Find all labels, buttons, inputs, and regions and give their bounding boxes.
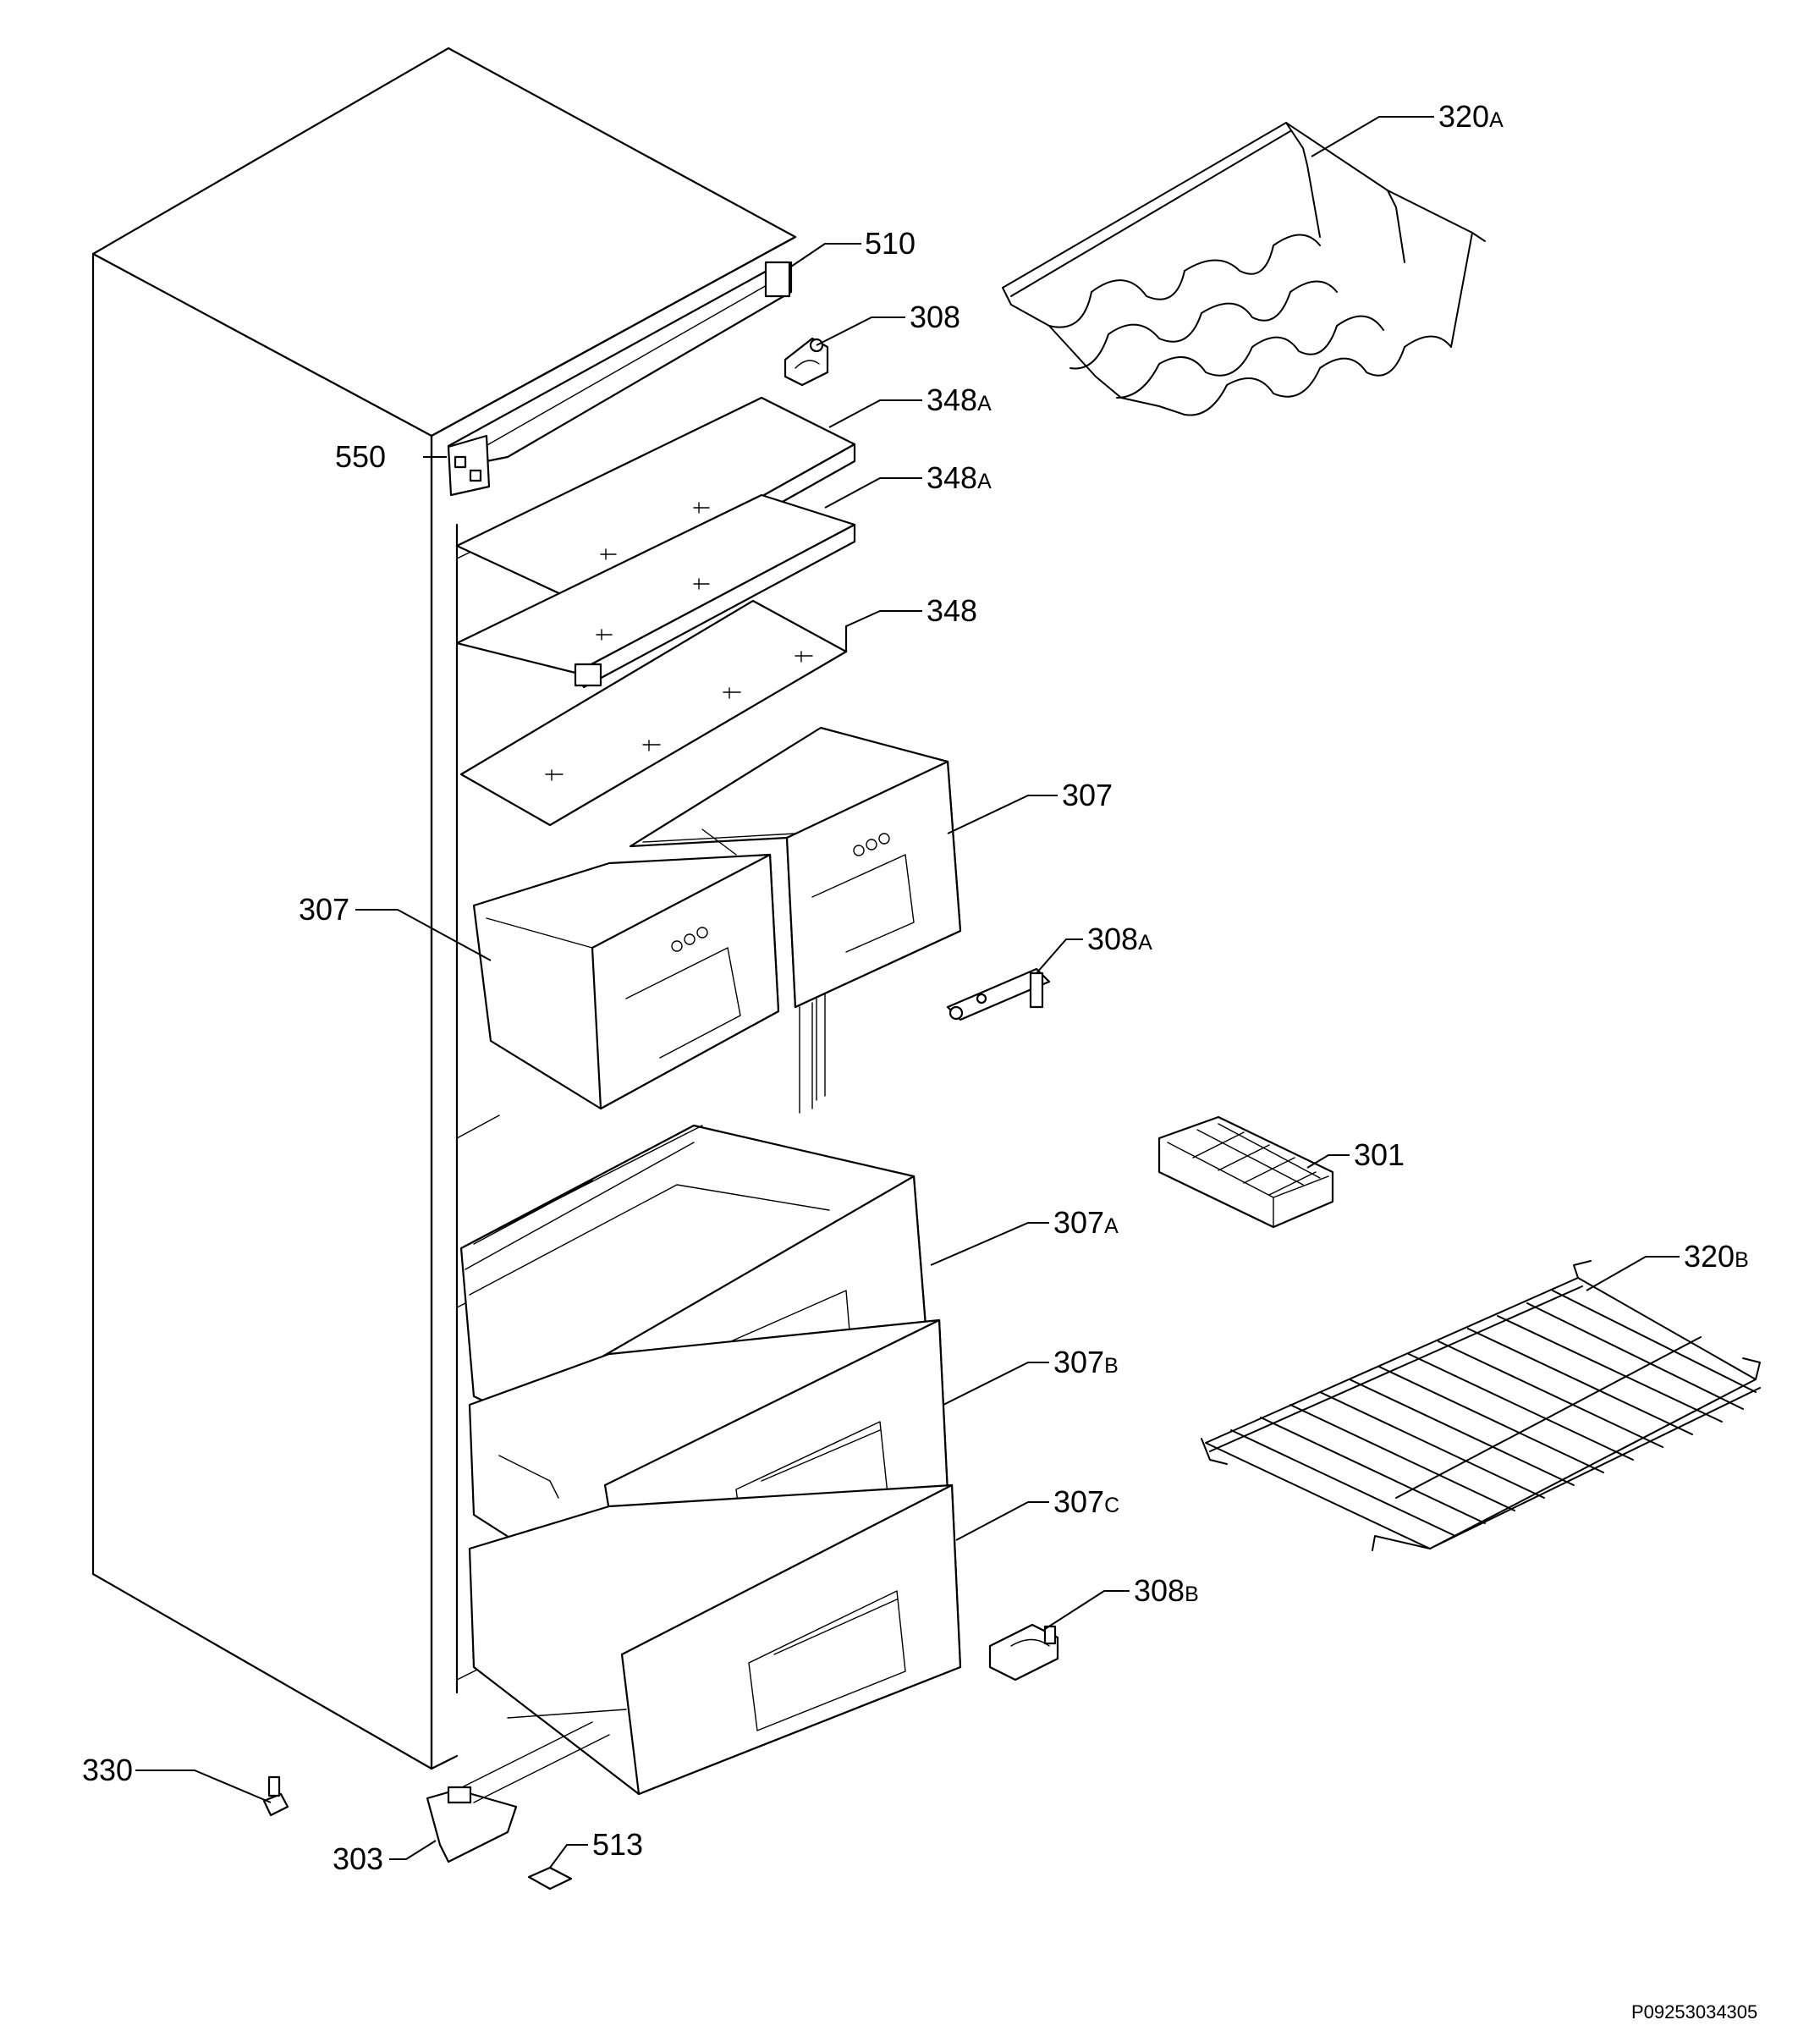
- callout-308: 308: [910, 300, 960, 334]
- callout-550: 550: [335, 439, 386, 474]
- callout-307a: 307A: [1053, 1205, 1119, 1240]
- wire-shelf-bars: [1230, 1290, 1757, 1537]
- part-308-hinge: [784, 337, 829, 387]
- callout-348a-lower: 348A: [926, 460, 992, 495]
- part-550-bracket: [447, 434, 491, 497]
- part-320a-bottle-rack: [1002, 122, 1486, 416]
- callout-330: 330: [82, 1753, 133, 1787]
- part-307c-drawer: [468, 1483, 962, 1796]
- part-513-clip: [527, 1866, 573, 1891]
- callout-513: 513: [592, 1827, 643, 1862]
- part-348a-lower-shelf: [455, 493, 856, 689]
- callout-320a: 320A: [1438, 99, 1504, 134]
- part-348-glass-shelf: [459, 599, 848, 827]
- callout-301: 301: [1354, 1137, 1405, 1172]
- callout-labels: 320A 510 308 348A 550 348A 348 307 307 3…: [82, 99, 1749, 1876]
- part-303-kick-plate: [426, 1721, 610, 1863]
- part-330-adjustable-foot: [262, 1775, 289, 1817]
- part-308b-hinge: [988, 1623, 1059, 1681]
- callout-308a: 308A: [1087, 922, 1152, 956]
- callout-510: 510: [865, 226, 915, 261]
- part-308a-hinge: [946, 967, 1051, 1021]
- callout-307b: 307B: [1053, 1345, 1119, 1379]
- part-301-ice-tray: [1157, 1115, 1334, 1229]
- callout-303: 303: [333, 1841, 383, 1876]
- callout-307-right: 307: [1062, 778, 1113, 812]
- leader-lines: [135, 116, 1680, 1869]
- callout-348: 348: [926, 593, 977, 628]
- callout-348a-upper: 348A: [926, 383, 992, 417]
- part-307-left-drawer: [472, 853, 780, 1110]
- cabinet-body: [91, 47, 797, 1770]
- part-320b-wire-shelf: [1201, 1260, 1761, 1551]
- callout-307c: 307C: [1053, 1484, 1119, 1519]
- callout-320b: 320B: [1684, 1239, 1749, 1274]
- callout-308b: 308B: [1134, 1573, 1199, 1608]
- drawer-rails: [799, 993, 826, 1114]
- diagram-reference-code: P09253034305: [1631, 2001, 1757, 2023]
- part-307-right-drawer: [629, 726, 962, 1009]
- callout-307-left: 307: [299, 892, 349, 927]
